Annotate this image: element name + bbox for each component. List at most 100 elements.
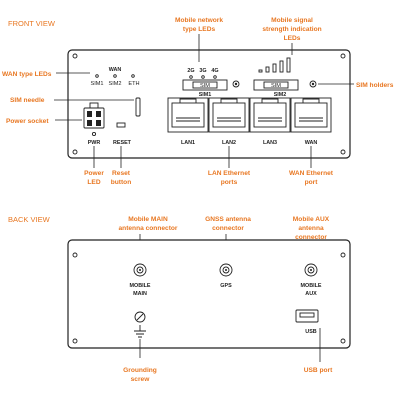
power-pin-4	[96, 120, 101, 126]
callout-grounding-1: Grounding	[123, 367, 157, 374]
callout-reset-button-1: Reset	[112, 170, 131, 177]
sim2-led-label: SIM2	[108, 81, 121, 87]
wan-port-jack	[294, 102, 328, 128]
led-3g	[201, 75, 205, 79]
callout-gnss-antenna-2: connector	[212, 225, 244, 232]
power-socket-tab	[89, 102, 99, 109]
led-2g	[189, 75, 193, 79]
pwr-label: PWR	[88, 140, 101, 146]
wan-port-latch	[302, 98, 320, 103]
wan-label: WAN	[305, 140, 318, 146]
grounding-screw	[134, 311, 146, 323]
lan1-port-latch	[179, 98, 197, 103]
lan2-port-frame	[208, 97, 250, 133]
sim1-led	[95, 74, 99, 78]
lan1-label: LAN1	[181, 140, 195, 146]
callout-wan-type-leds: WAN type LEDs	[2, 71, 52, 78]
led-3g-label: 3G	[199, 68, 206, 74]
aux-antenna-label-1: MOBILE	[301, 283, 322, 289]
sim-holder-1	[182, 79, 228, 91]
callout-sim-needle: SIM needle	[10, 97, 45, 104]
callout-aux-antenna-1: Mobile AUX	[293, 216, 330, 223]
aux-antenna-ring	[307, 266, 315, 274]
usb-port	[295, 309, 319, 323]
sim1-holder-label: SIM1	[199, 92, 212, 98]
callout-network-type-leds-1: Mobile network	[175, 17, 223, 24]
reset-button	[116, 122, 126, 128]
callout-aux-antenna-3: connector	[295, 234, 327, 241]
callout-usb-port: USB port	[304, 367, 333, 374]
power-pin-2	[96, 111, 101, 117]
power-pin-3	[87, 120, 92, 126]
signal-bar-2	[265, 66, 270, 73]
callout-sim-holders: SIM holders	[356, 82, 394, 89]
main-antenna-label-2: MAIN	[133, 291, 147, 297]
back-callouts-bottom: Grounding screw USB port	[123, 328, 333, 383]
lan1-port-pins	[176, 117, 200, 122]
power-pin-1	[87, 111, 92, 117]
port-lan3	[249, 97, 291, 133]
callout-lan-ports-1: LAN Ethernet	[208, 170, 251, 177]
main-antenna-ring	[136, 266, 144, 274]
callout-network-type-leds-2: type LEDs	[183, 26, 216, 33]
callout-aux-antenna-2: antenna	[298, 225, 324, 232]
main-antenna-pin	[139, 269, 141, 271]
eth-led	[131, 74, 135, 78]
power-led	[91, 131, 97, 137]
ethernet-ports	[167, 97, 332, 133]
lan3-label: LAN3	[263, 140, 277, 146]
back-screw-tr	[340, 252, 346, 258]
lan3-port-jack	[253, 102, 287, 128]
sim1-led-label: SIM1	[90, 81, 103, 87]
sim2-holder-label: SIM2	[274, 92, 287, 98]
signal-bar-5	[286, 57, 291, 73]
gps-label: GPS	[220, 283, 232, 289]
lan3-port-frame	[249, 97, 291, 133]
wan-led-group-label: WAN	[109, 67, 122, 73]
aux-antenna-pin	[310, 269, 312, 271]
front-callouts: Mobile network type LEDs Mobile signal s…	[2, 17, 394, 186]
led-4g-label: 4G	[211, 68, 218, 74]
callout-reset-button-2: button	[111, 179, 132, 186]
callout-signal-leds-3: LEDs	[284, 35, 301, 42]
callout-power-socket: Power socket	[6, 118, 49, 125]
lan2-port-jack	[212, 102, 246, 128]
sim-holder-2	[253, 79, 299, 91]
aux-antenna-label-2: AUX	[305, 291, 317, 297]
sim-needle	[135, 97, 141, 117]
reset-label: RESET	[113, 140, 132, 146]
ground-icon	[134, 325, 146, 338]
aux-antenna-connector	[304, 263, 318, 277]
signal-bar-3	[272, 63, 277, 73]
main-antenna-connector	[133, 263, 147, 277]
signal-bar-4	[279, 60, 284, 73]
front-screw-bl	[72, 149, 78, 155]
back-screw-bl	[72, 338, 78, 344]
callout-power-led-2: LED	[87, 179, 100, 186]
wan-port-frame	[290, 97, 332, 133]
lan2-port-pins	[217, 117, 241, 122]
front-screw-tl	[72, 53, 78, 59]
callout-wan-port-1: WAN Ethernet	[289, 170, 334, 177]
callout-signal-leds-2: strength indication	[262, 26, 321, 33]
lan3-port-pins	[258, 117, 282, 122]
sim-eject-hole	[232, 80, 240, 88]
gps-antenna-connector	[219, 263, 233, 277]
sim-slot-1-text: SIM	[200, 83, 210, 89]
callout-grounding-2: screw	[131, 376, 151, 383]
sim2-led	[113, 74, 117, 78]
back-screw-br	[340, 338, 346, 344]
usb-port-tongue	[299, 312, 315, 318]
port-lan2	[208, 97, 250, 133]
lan1-port-jack	[171, 102, 205, 128]
callout-lan-ports-2: ports	[221, 179, 238, 186]
back-view-title: BACK VIEW	[8, 215, 51, 224]
led-4g	[213, 75, 217, 79]
sim-holder-hole-dot	[311, 82, 315, 86]
grounding-screw-slot	[136, 313, 144, 321]
front-view-title: FRONT VIEW	[8, 19, 56, 28]
callout-power-led-1: Power	[84, 170, 104, 177]
sim-holder-hole	[309, 80, 317, 88]
sim-tray-1	[192, 81, 218, 89]
